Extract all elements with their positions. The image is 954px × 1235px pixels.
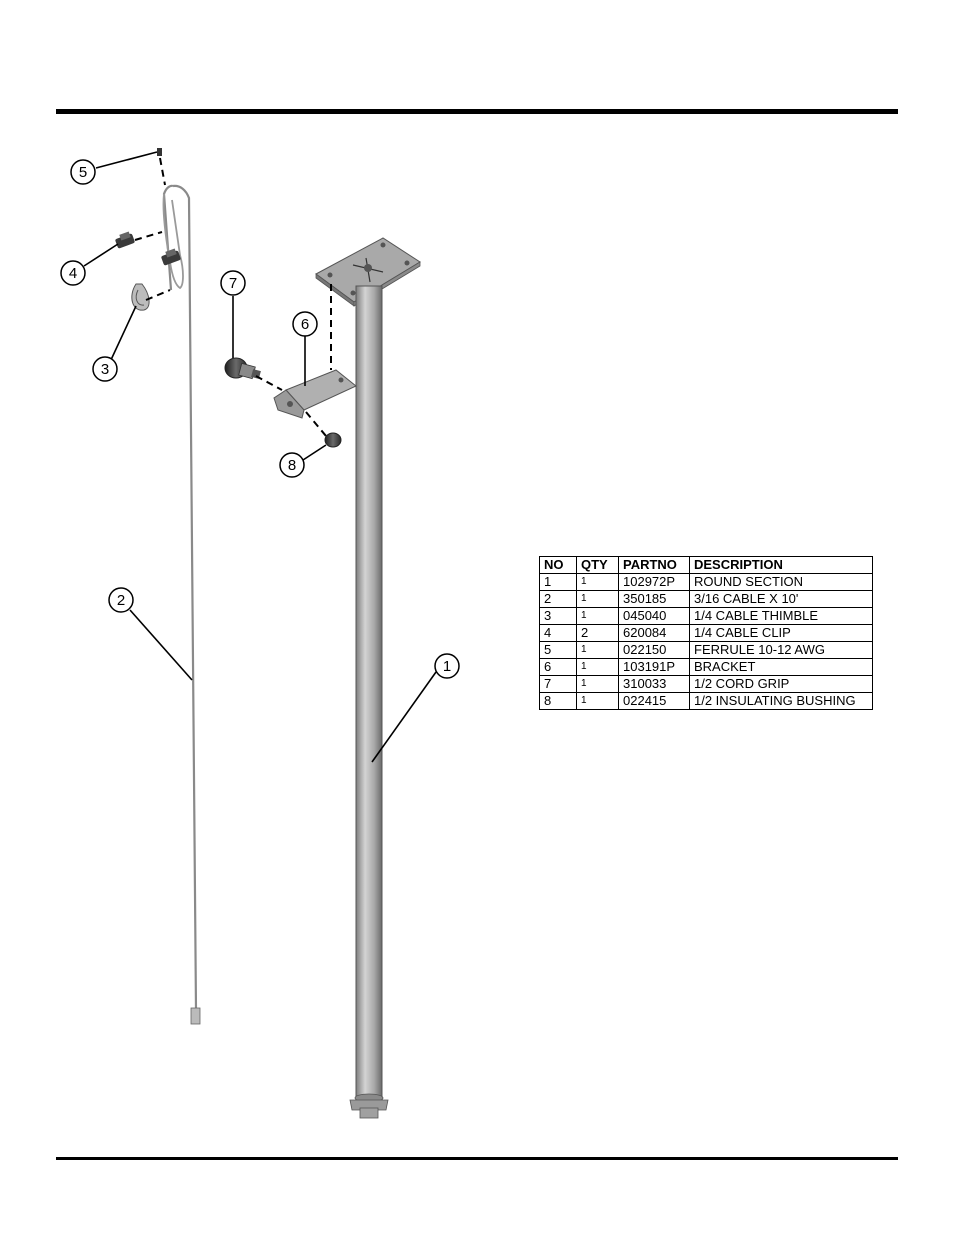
cell-qty: 1: [576, 573, 619, 591]
cell-qty: 1: [576, 692, 619, 710]
cord-grip-part: [224, 357, 261, 380]
cell-no: 8: [539, 692, 577, 710]
cell-no: 6: [539, 658, 577, 676]
cell-qty: 1: [576, 607, 619, 625]
svg-text:5: 5: [79, 164, 87, 181]
cell-description: 1/2 INSULATING BUSHING: [689, 692, 873, 710]
callout-4: 4: [60, 260, 86, 286]
cell-partno: 045040: [618, 607, 690, 625]
cell-qty: 1: [576, 590, 619, 608]
table-header-row: NO QTY PARTNO DESCRIPTION: [539, 556, 873, 574]
callout-6: 6: [292, 311, 318, 337]
cell-qty: 1: [576, 675, 619, 693]
cable-clip-part: [115, 231, 181, 266]
leader-lines: [83, 151, 437, 763]
header-qty: QTY: [576, 556, 619, 574]
table-row: 6 1 103191P BRACKET: [539, 658, 873, 676]
callout-5: 5: [70, 159, 96, 185]
table-row: 8 1 022415 1/2 INSULATING BUSHING: [539, 692, 873, 710]
table-row: 1 1 102972P ROUND SECTION: [539, 573, 873, 591]
cell-description: 3/16 CABLE X 10': [689, 590, 873, 608]
round-section-part: [315, 237, 421, 1119]
cell-qty: 2: [576, 624, 619, 642]
callout-2: 2: [108, 587, 134, 613]
cell-description: 1/4 CABLE CLIP: [689, 624, 873, 642]
svg-text:2: 2: [117, 592, 125, 609]
cell-no: 1: [539, 573, 577, 591]
callout-3: 3: [92, 356, 118, 382]
table-row: 2 1 350185 3/16 CABLE X 10': [539, 590, 873, 608]
cell-partno: 102972P: [618, 573, 690, 591]
cell-partno: 310033: [618, 675, 690, 693]
cell-description: 1/4 CABLE THIMBLE: [689, 607, 873, 625]
header-description: DESCRIPTION: [689, 556, 873, 574]
cell-partno: 103191P: [618, 658, 690, 676]
table-row: 4 2 620084 1/4 CABLE CLIP: [539, 624, 873, 642]
cell-qty: 1: [576, 641, 619, 659]
header-partno: PARTNO: [618, 556, 690, 574]
cable-thimble-part: [131, 283, 150, 311]
cell-description: 1/2 CORD GRIP: [689, 675, 873, 693]
table-row: 5 1 022150 FERRULE 10-12 AWG: [539, 641, 873, 659]
callout-8: 8: [279, 452, 305, 478]
svg-text:3: 3: [101, 361, 109, 378]
svg-text:1: 1: [443, 658, 451, 675]
callout-bubbles: 5 4 3 7 6 8 2 1: [60, 159, 460, 679]
cell-partno: 022415: [618, 692, 690, 710]
cell-qty: 1: [576, 658, 619, 676]
svg-text:6: 6: [301, 316, 309, 333]
cell-partno: 620084: [618, 624, 690, 642]
bracket-part: [273, 369, 357, 419]
cell-no: 5: [539, 641, 577, 659]
svg-text:4: 4: [69, 265, 77, 282]
cell-description: BRACKET: [689, 658, 873, 676]
cell-description: FERRULE 10-12 AWG: [689, 641, 873, 659]
cable-part: [162, 184, 201, 1025]
header-no: NO: [539, 556, 577, 574]
cell-description: ROUND SECTION: [689, 573, 873, 591]
cell-partno: 350185: [618, 590, 690, 608]
table-row: 3 1 045040 1/4 CABLE THIMBLE: [539, 607, 873, 625]
cell-no: 7: [539, 675, 577, 693]
callout-7: 7: [220, 270, 246, 296]
cell-no: 2: [539, 590, 577, 608]
assembly-dashed-lines: [134, 157, 332, 437]
parts-list-table: NO QTY PARTNO DESCRIPTION 1 1 102972P RO…: [539, 556, 873, 710]
svg-text:7: 7: [229, 275, 237, 292]
insulating-bushing-part: [324, 432, 342, 448]
cell-partno: 022150: [618, 641, 690, 659]
cell-no: 4: [539, 624, 577, 642]
cell-no: 3: [539, 607, 577, 625]
svg-text:8: 8: [288, 457, 296, 474]
ferrule-part: [157, 148, 162, 156]
table-row: 7 1 310033 1/2 CORD GRIP: [539, 675, 873, 693]
footer-rule: [56, 1157, 898, 1160]
callout-1: 1: [434, 653, 460, 679]
header-rule: [56, 109, 898, 114]
